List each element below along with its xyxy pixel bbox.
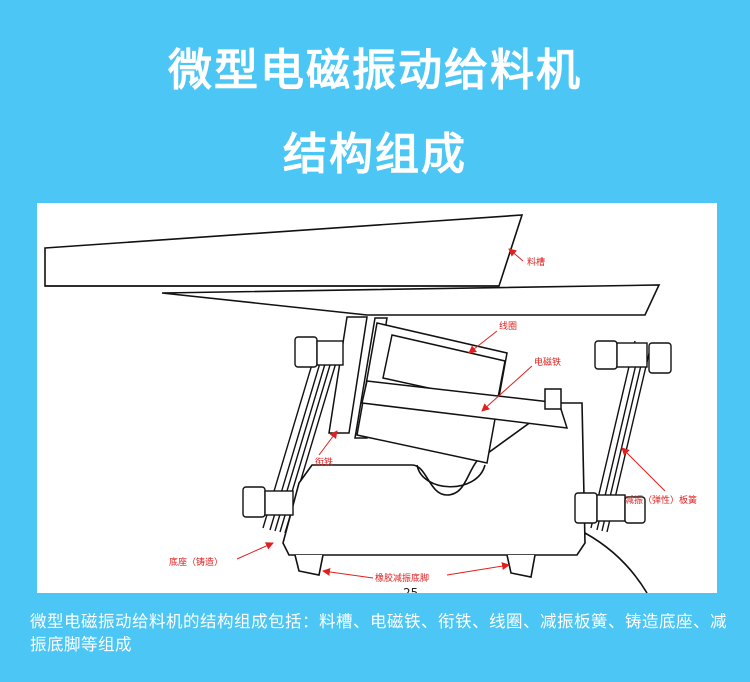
page-subtitle: 结构组成 — [283, 129, 467, 180]
right-bolts — [574, 340, 672, 524]
left-bolts — [242, 336, 344, 518]
diagram-panel: 料槽 线圈 电磁铁 衔铁 减振（弹性）板簧 底座（铸造） 橡胶减振底脚 25 — [37, 203, 717, 593]
feeder-diagram: 料槽 线圈 电磁铁 衔铁 减振（弹性）板簧 底座（铸造） 橡胶减振底脚 25 — [44, 214, 697, 593]
label-foot: 橡胶减振底脚 — [375, 572, 429, 584]
page-number: 25 — [403, 586, 418, 593]
trough — [44, 214, 661, 316]
label-spring: 减振（弹性）板簧 — [625, 494, 697, 506]
description-caption: 微型电磁振动给料机的结构组成包括：料槽、电磁铁、衔铁、线圈、减振板簧、铸造底座、… — [30, 612, 727, 654]
callout-arrows — [236, 248, 666, 579]
page-title: 微型电磁振动给料机 — [168, 45, 582, 96]
label-coil: 线圈 — [499, 320, 517, 332]
cable — [584, 532, 648, 593]
electromagnet — [356, 322, 569, 464]
label-trough: 料槽 — [527, 256, 545, 268]
label-armature: 衔铁 — [315, 456, 333, 468]
label-base: 底座（铸造） — [169, 556, 223, 568]
label-electromagnet: 电磁铁 — [534, 356, 561, 368]
cast-base — [282, 402, 586, 578]
